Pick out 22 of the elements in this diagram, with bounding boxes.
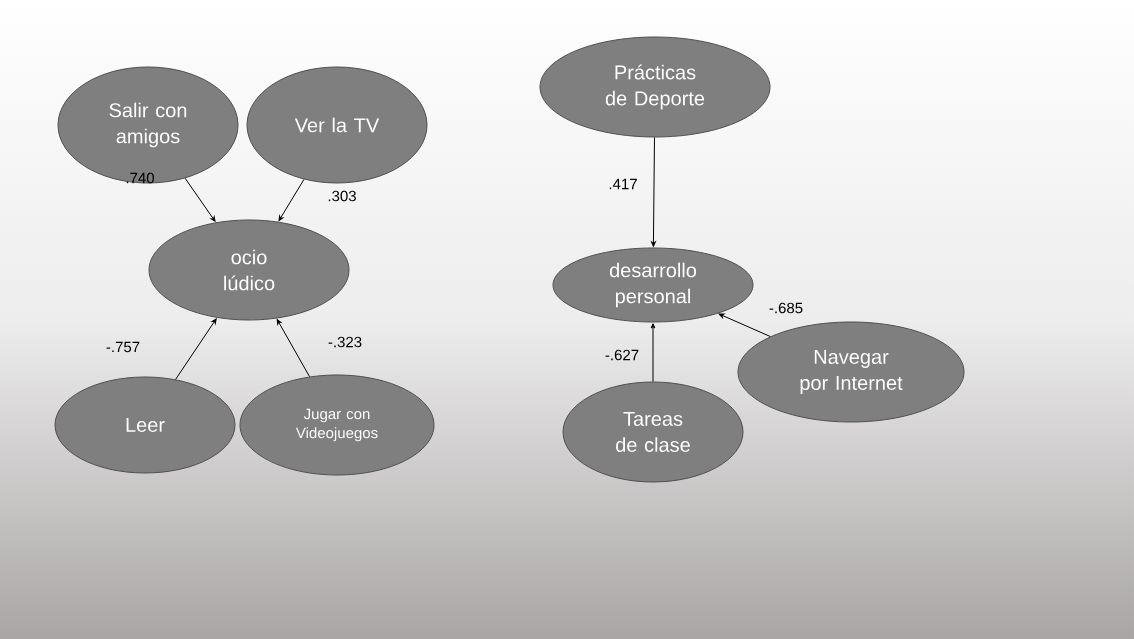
arrow [650, 323, 656, 382]
ellipse-node: ocio lúdico [148, 219, 350, 321]
edge-label: -.757 [106, 341, 140, 353]
edge-label: -.685 [769, 302, 803, 314]
ellipse-node: Tareas de clase [562, 381, 744, 483]
arrow [651, 137, 656, 247]
ellipse-node: Jugar con Videojuegos [239, 374, 435, 476]
edge-label: .417 [609, 178, 637, 190]
ellipse-node: Prácticas de Deporte [539, 36, 771, 138]
edge-label: -.323 [328, 336, 362, 348]
arrow [718, 313, 771, 337]
arrow [276, 319, 310, 378]
edge-label: .303 [328, 190, 356, 202]
arrow [278, 178, 305, 222]
arrow [184, 177, 216, 222]
ellipse-node: Ver la TV [246, 66, 428, 184]
arrow [175, 318, 217, 380]
ellipse-node: Navegar por Internet [737, 321, 965, 423]
edge-label: -.627 [605, 349, 639, 361]
ellipse-node: desarrollo personal [552, 247, 754, 323]
ellipse-node: Leer [54, 376, 236, 474]
edge-label: .740 [126, 172, 154, 184]
